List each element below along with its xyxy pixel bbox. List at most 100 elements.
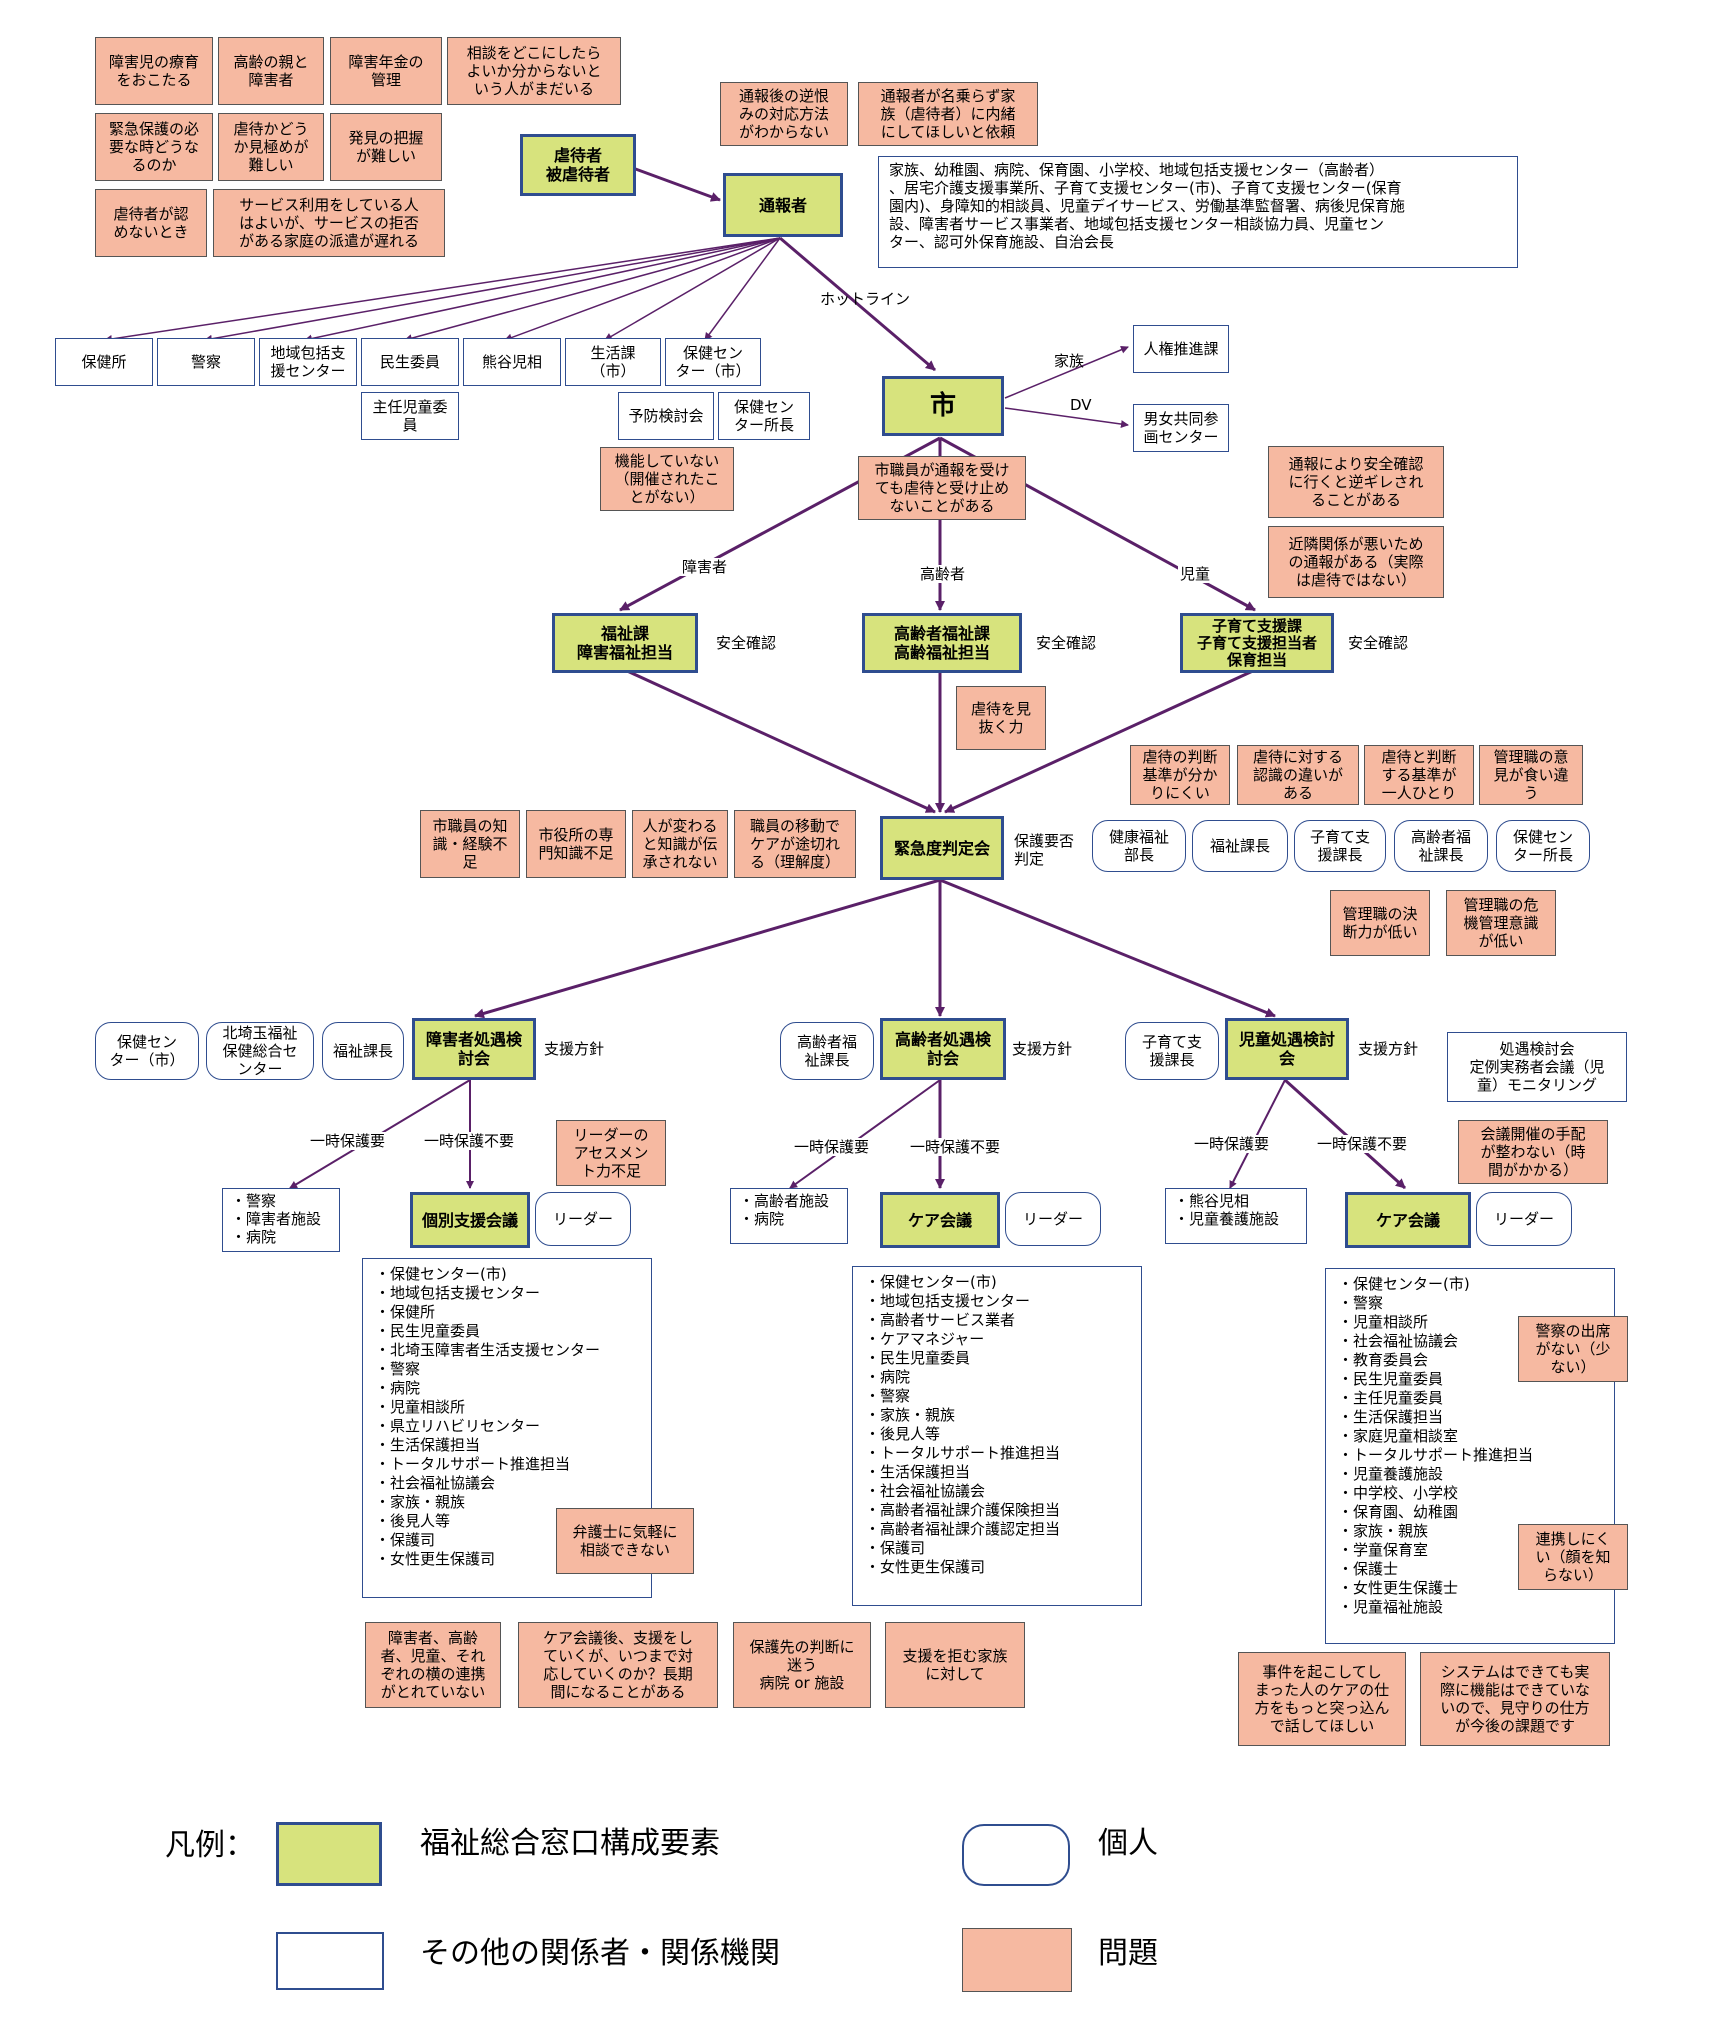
yobou-box: 予防検討会 [618, 392, 714, 440]
edge-abuser-reporter [629, 165, 721, 202]
legend-individual-label: 個人 [1098, 1826, 1158, 1861]
judge-member: 健康福祉 部長 [1092, 820, 1186, 872]
ichiji-fuyo-label: 一時保護不要 [1315, 1135, 1410, 1153]
agency-box: 民生委員 [361, 338, 459, 386]
dept-child: 子育て支援課 子育て支援担当者 保育担当 [1180, 613, 1334, 673]
dv-label: DV [1070, 396, 1092, 414]
reporter-list: 家族、幼稚園、病院、保育園、小学校、地域包括支援センター（高齢者） 、居宅介護支… [878, 156, 1518, 268]
edge-reporter-agency [104, 237, 781, 343]
conf-member: 高齢者福 祉課長 [780, 1022, 874, 1080]
ichiji-yo-label: 一時保護要 [1192, 1135, 1272, 1153]
leader-node: リーダー [1005, 1192, 1101, 1246]
leader-node: リーダー [535, 1192, 631, 1246]
problem-box: 支援を拒む家族 に対して [885, 1622, 1025, 1708]
problem-box: 会議開催の手配 が整わない（時 間がかかる） [1458, 1120, 1608, 1184]
dept-elderly: 高齢者福祉課 高齢福祉担当 [862, 613, 1022, 673]
shien-label: 支援方針 [1358, 1040, 1419, 1058]
problem-box: 職員の移動で ケアが途切れ る（理解度） [734, 810, 856, 878]
branch-label-elderly: 高齢者 [918, 565, 968, 583]
problem-box: サービス利用をしている人 はよいが、サービスの拒否 がある家庭の派遣が遅れる [213, 189, 445, 257]
edge-reporter-agency [504, 237, 781, 342]
branch-label-child: 児童 [1178, 565, 1213, 583]
conf-disabled: 障害者処遇検 討会 [412, 1018, 536, 1080]
judge-member: 子育て支 援課長 [1294, 820, 1386, 872]
ichiji-yo-label: 一時保護要 [308, 1132, 388, 1150]
jinken-box: 人権推進課 [1133, 325, 1229, 373]
dept-disabled: 福祉課 障害福祉担当 [552, 613, 698, 673]
problem-box: リーダーの アセスメン ト力不足 [556, 1120, 666, 1186]
agency-sub-box: 主任児童委 員 [361, 392, 459, 440]
problem-box: ケア会議後、支援をし ていくが、いつまで対 応していくのか？長期 間になることが… [518, 1622, 718, 1708]
problem-box: 障害者、高齢 者、児童、それ ぞれの横の連携 がとれていない [365, 1622, 501, 1708]
problem-box: 市職員の知 識・経験不 足 [420, 810, 520, 878]
conf-elderly: 高齢者処遇検 討会 [880, 1018, 1006, 1080]
legend-problem-swatch [962, 1928, 1072, 1992]
problem-box: 高齢の親と 障害者 [218, 37, 324, 105]
child-conf-note: 処遇検討会 定例実務者会議（児 童）モニタリング [1447, 1032, 1627, 1102]
ichiji-fuyo-label: 一時保護不要 [422, 1132, 517, 1150]
protect-list: ・警察 ・障害者施設 ・病院 [222, 1188, 340, 1252]
conf-member: 北埼玉福祉 保健総合セ ンター [206, 1022, 314, 1080]
problem-box: 市職員が通報を受け ても虐待と受け止め ないことがある [858, 456, 1026, 520]
hotline-label: ホットライン [820, 290, 911, 308]
conf-child: 児童処遇検討 会 [1225, 1018, 1349, 1080]
leader-node: リーダー [1476, 1192, 1572, 1246]
agency-box: 保健所 [55, 338, 153, 386]
ichiji-yo-label: 一時保護要 [792, 1138, 872, 1156]
danjo-box: 男女共同参 画センター [1133, 404, 1229, 452]
agency-box: 地域包括支 援センター [259, 338, 357, 386]
legend-title: 凡例： [165, 1828, 255, 1863]
problem-box: 虐待かどう か見極めが 難しい [218, 113, 324, 181]
edge-city-jinken [1004, 345, 1129, 399]
agency-box: 警察 [157, 338, 255, 386]
problem-box: 近隣関係が悪いため の通報がある（実際 は虐待ではない） [1268, 526, 1444, 598]
abuser-node: 虐待者 被虐待者 [520, 134, 636, 196]
legend-individual-swatch [962, 1824, 1070, 1886]
problem-box: 機能していない （開催されたこ とがない） [600, 447, 734, 511]
protect-list: ・熊谷児相 ・児童養護施設 [1165, 1188, 1307, 1244]
shien-label: 支援方針 [1012, 1040, 1073, 1058]
problem-box: 緊急保護の必 要な時どうな るのか [95, 113, 213, 181]
edge-child-emergency [944, 668, 1256, 814]
problem-box: 相談をどこにしたら よいか分からないと いう人がまだいる [447, 37, 621, 105]
problem-box: 虐待の判断 基準が分か りにくい [1130, 745, 1230, 805]
meeting-individual: 個別支援会議 [410, 1192, 530, 1248]
problem-box: 弁護士に気軽に 相談できない [556, 1508, 694, 1574]
problem-box: システムはできても実 際に機能はできていな いので、見守りの仕方 が今後の課題で… [1420, 1652, 1610, 1746]
safety-label: 安全確認 [716, 634, 777, 652]
edge-city-danjo [1004, 407, 1129, 429]
edge-reporter-agency [304, 237, 781, 343]
edge-conf-protect [789, 1079, 941, 1189]
problem-box: 事件を起こしてし まった人のケアの仕 方をもっと突っ込ん で話してほしい [1238, 1652, 1406, 1746]
shien-label: 支援方針 [544, 1040, 605, 1058]
family-label: 家族 [1054, 352, 1085, 370]
safety-label: 安全確認 [1036, 634, 1097, 652]
judge-member: 保健セン ター所長 [1496, 820, 1590, 872]
meeting-care-child: ケア会議 [1345, 1192, 1471, 1248]
edge-disabled-emergency [624, 668, 936, 814]
emergency-judge-node: 緊急度判定会 [880, 816, 1004, 880]
edge-reporter-agency [404, 237, 781, 343]
problem-box: 管理職の意 見が食い違 う [1479, 745, 1583, 805]
legend-key-label: 福祉総合窓口構成要素 [420, 1826, 720, 1861]
protect-list: ・高齢者施設 ・病院 [730, 1188, 848, 1244]
problem-box: 虐待を見 抜く力 [956, 686, 1046, 750]
judge-member: 高齢者福 祉課長 [1394, 820, 1488, 872]
member-list: ・保健センター(市) ・地域包括支援センター ・高齢者サービス業者 ・ケアマネジ… [852, 1266, 1142, 1606]
problem-box: 連携しにく い（顔を知 らない） [1518, 1524, 1628, 1590]
edge-emergency-conf-disabled [474, 878, 941, 1019]
conf-member: 子育て支 援課長 [1125, 1022, 1219, 1080]
legend-other-swatch [276, 1932, 384, 1990]
branch-label-disabled: 障害者 [680, 558, 730, 576]
reporter-node: 通報者 [723, 173, 843, 237]
judge-member: 福祉課長 [1192, 820, 1288, 872]
ichiji-fuyo-label: 一時保護不要 [908, 1138, 1003, 1156]
problem-box: 管理職の決 断力が低い [1330, 890, 1430, 956]
conf-member: 保健セン ター（市） [95, 1022, 199, 1080]
agency-box: 保健セン ター（市） [665, 338, 761, 386]
problem-box: 虐待と判断 する基準が 一人ひとり [1364, 745, 1474, 805]
problem-box: 障害年金の 管理 [330, 37, 442, 105]
problem-box: 通報により安全確認 に行くと逆ギレされ ることがある [1268, 446, 1444, 518]
conf-member: 福祉課長 [322, 1022, 404, 1080]
